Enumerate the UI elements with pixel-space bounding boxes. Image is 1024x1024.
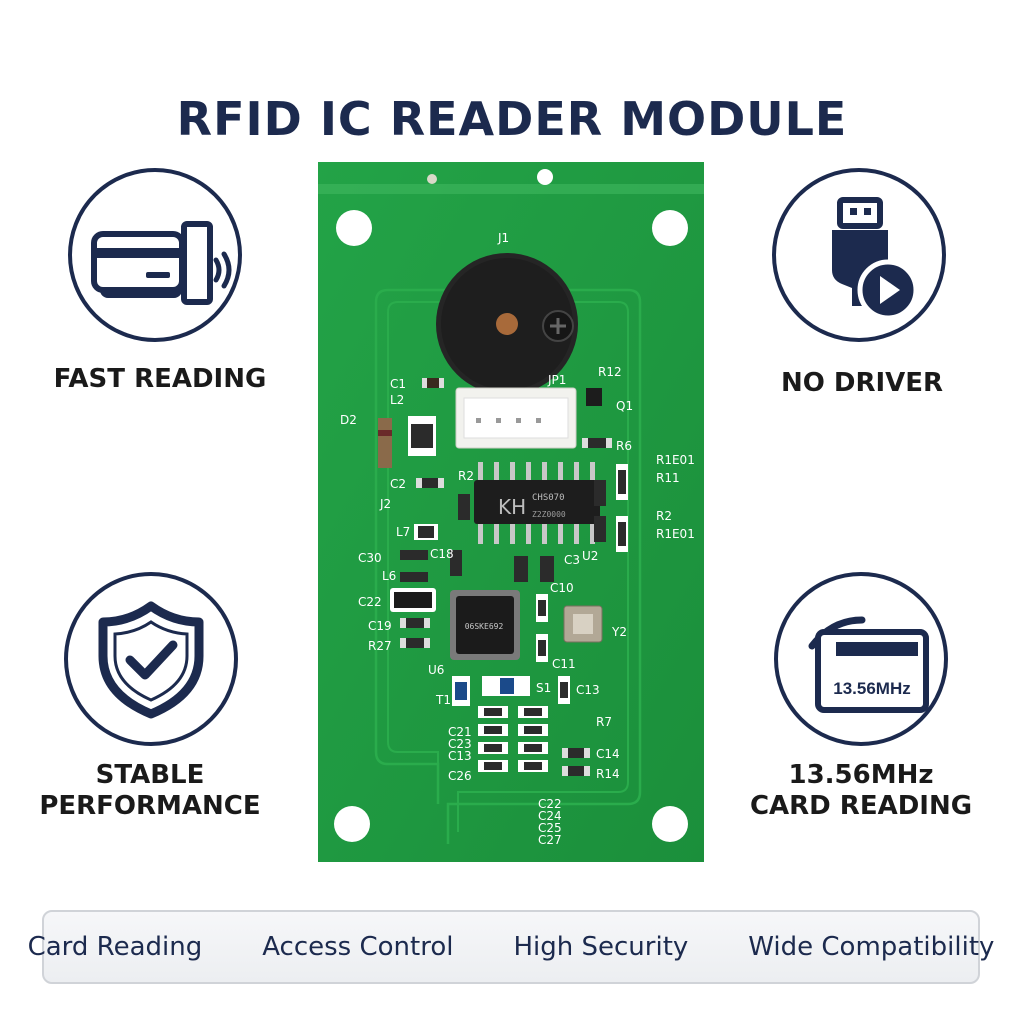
freq-badge-text: 13.56MHz: [833, 679, 910, 698]
chip-main-logo: KH: [498, 495, 526, 519]
silk-label: C1: [390, 377, 406, 391]
usb-play-icon: [772, 168, 946, 342]
silk-label: U6: [428, 663, 444, 677]
no-driver-label: NO DRIVER: [780, 368, 944, 398]
mount-hole: [652, 210, 688, 246]
silk-label: C26: [448, 769, 472, 783]
silk-label: L2: [390, 393, 404, 407]
chip-main-part: CHS070: [532, 493, 565, 503]
silk-label: C22: [538, 797, 562, 811]
silk-label: R2: [656, 509, 672, 523]
mount-hole: [336, 210, 372, 246]
silk-label: C11: [552, 657, 576, 671]
page-title: RFID IC READER MODULE: [176, 92, 848, 146]
shield-check-icon: [64, 572, 238, 746]
silk-label: C30: [358, 551, 382, 565]
silk-label: R6: [616, 439, 632, 453]
bar-item-access-control: Access Control: [262, 932, 454, 962]
mount-hole: [334, 806, 370, 842]
silk-label: R12: [598, 365, 622, 379]
card-reading-label: 13.56MHz CARD READING: [731, 760, 991, 822]
card-wave-icon: [68, 168, 242, 342]
silk-label: J2: [379, 497, 391, 511]
freq-label-line1: 13.56MHz: [788, 760, 934, 790]
silk-label: Q1: [616, 399, 633, 413]
silk-j1: J1: [497, 231, 509, 245]
silk-label: R1E01: [656, 453, 695, 467]
mount-hole: [652, 806, 688, 842]
bar-item-card-reading: Card Reading: [27, 932, 203, 962]
silk-label: C22: [358, 595, 382, 609]
fast-reading-label: FAST READING: [53, 364, 267, 394]
bar-item-high-security: High Security: [513, 932, 689, 962]
silk-label: C27: [538, 833, 562, 847]
mcu-chip: 06SKE692: [450, 590, 520, 660]
silk-jp1: JP1: [547, 373, 566, 387]
silk-label: C14: [596, 747, 620, 761]
silk-label: C19: [368, 619, 392, 633]
silk-label: C18: [430, 547, 454, 561]
silk-label: C23: [448, 737, 472, 751]
silk-label: C3: [564, 553, 580, 567]
stable-label-line1: STABLE: [95, 760, 205, 790]
card-signal-icon: 13.56MHz: [774, 572, 948, 746]
silk-label: R27: [368, 639, 392, 653]
silk-label: C2: [390, 477, 406, 491]
silk-label: Y2: [611, 625, 627, 639]
silk-label: R2: [458, 469, 474, 483]
silk-label: L7: [396, 525, 410, 539]
chip-main-code: Z2Z0000: [532, 510, 566, 519]
chip-mcu-part: 06SKE692: [465, 622, 504, 631]
silk-label: C13: [576, 683, 600, 697]
silk-label: C24: [538, 809, 562, 823]
silk-label: C21: [448, 725, 472, 739]
freq-label-line2: CARD READING: [749, 791, 973, 821]
rfid-pcb-board: J1 JP1 KH CHS070 Z2Z0000 06SKE692: [318, 162, 704, 862]
silk-label: T1: [435, 693, 451, 707]
silk-label: R1E01: [656, 527, 695, 541]
silk-label: R14: [596, 767, 620, 781]
silk-label: D2: [340, 413, 357, 427]
silk-label: C25: [538, 821, 562, 835]
silk-label: S1: [536, 681, 551, 695]
stable-label-line2: PERFORMANCE: [39, 791, 261, 821]
bar-item-wide-compatibility: Wide Compatibility: [748, 932, 995, 962]
main-ic-chip: KH CHS070 Z2Z0000: [474, 462, 600, 544]
silk-label: C10: [550, 581, 574, 595]
silk-label: C13: [448, 749, 472, 763]
silk-label: L6: [382, 569, 396, 583]
silk-label: R11: [656, 471, 680, 485]
feature-bar: Card Reading Access Control High Securit…: [28, 910, 994, 984]
silk-label: U2: [582, 549, 598, 563]
silk-label: R7: [596, 715, 612, 729]
stable-performance-label: STABLE PERFORMANCE: [20, 760, 280, 822]
smd-components: [378, 378, 628, 776]
